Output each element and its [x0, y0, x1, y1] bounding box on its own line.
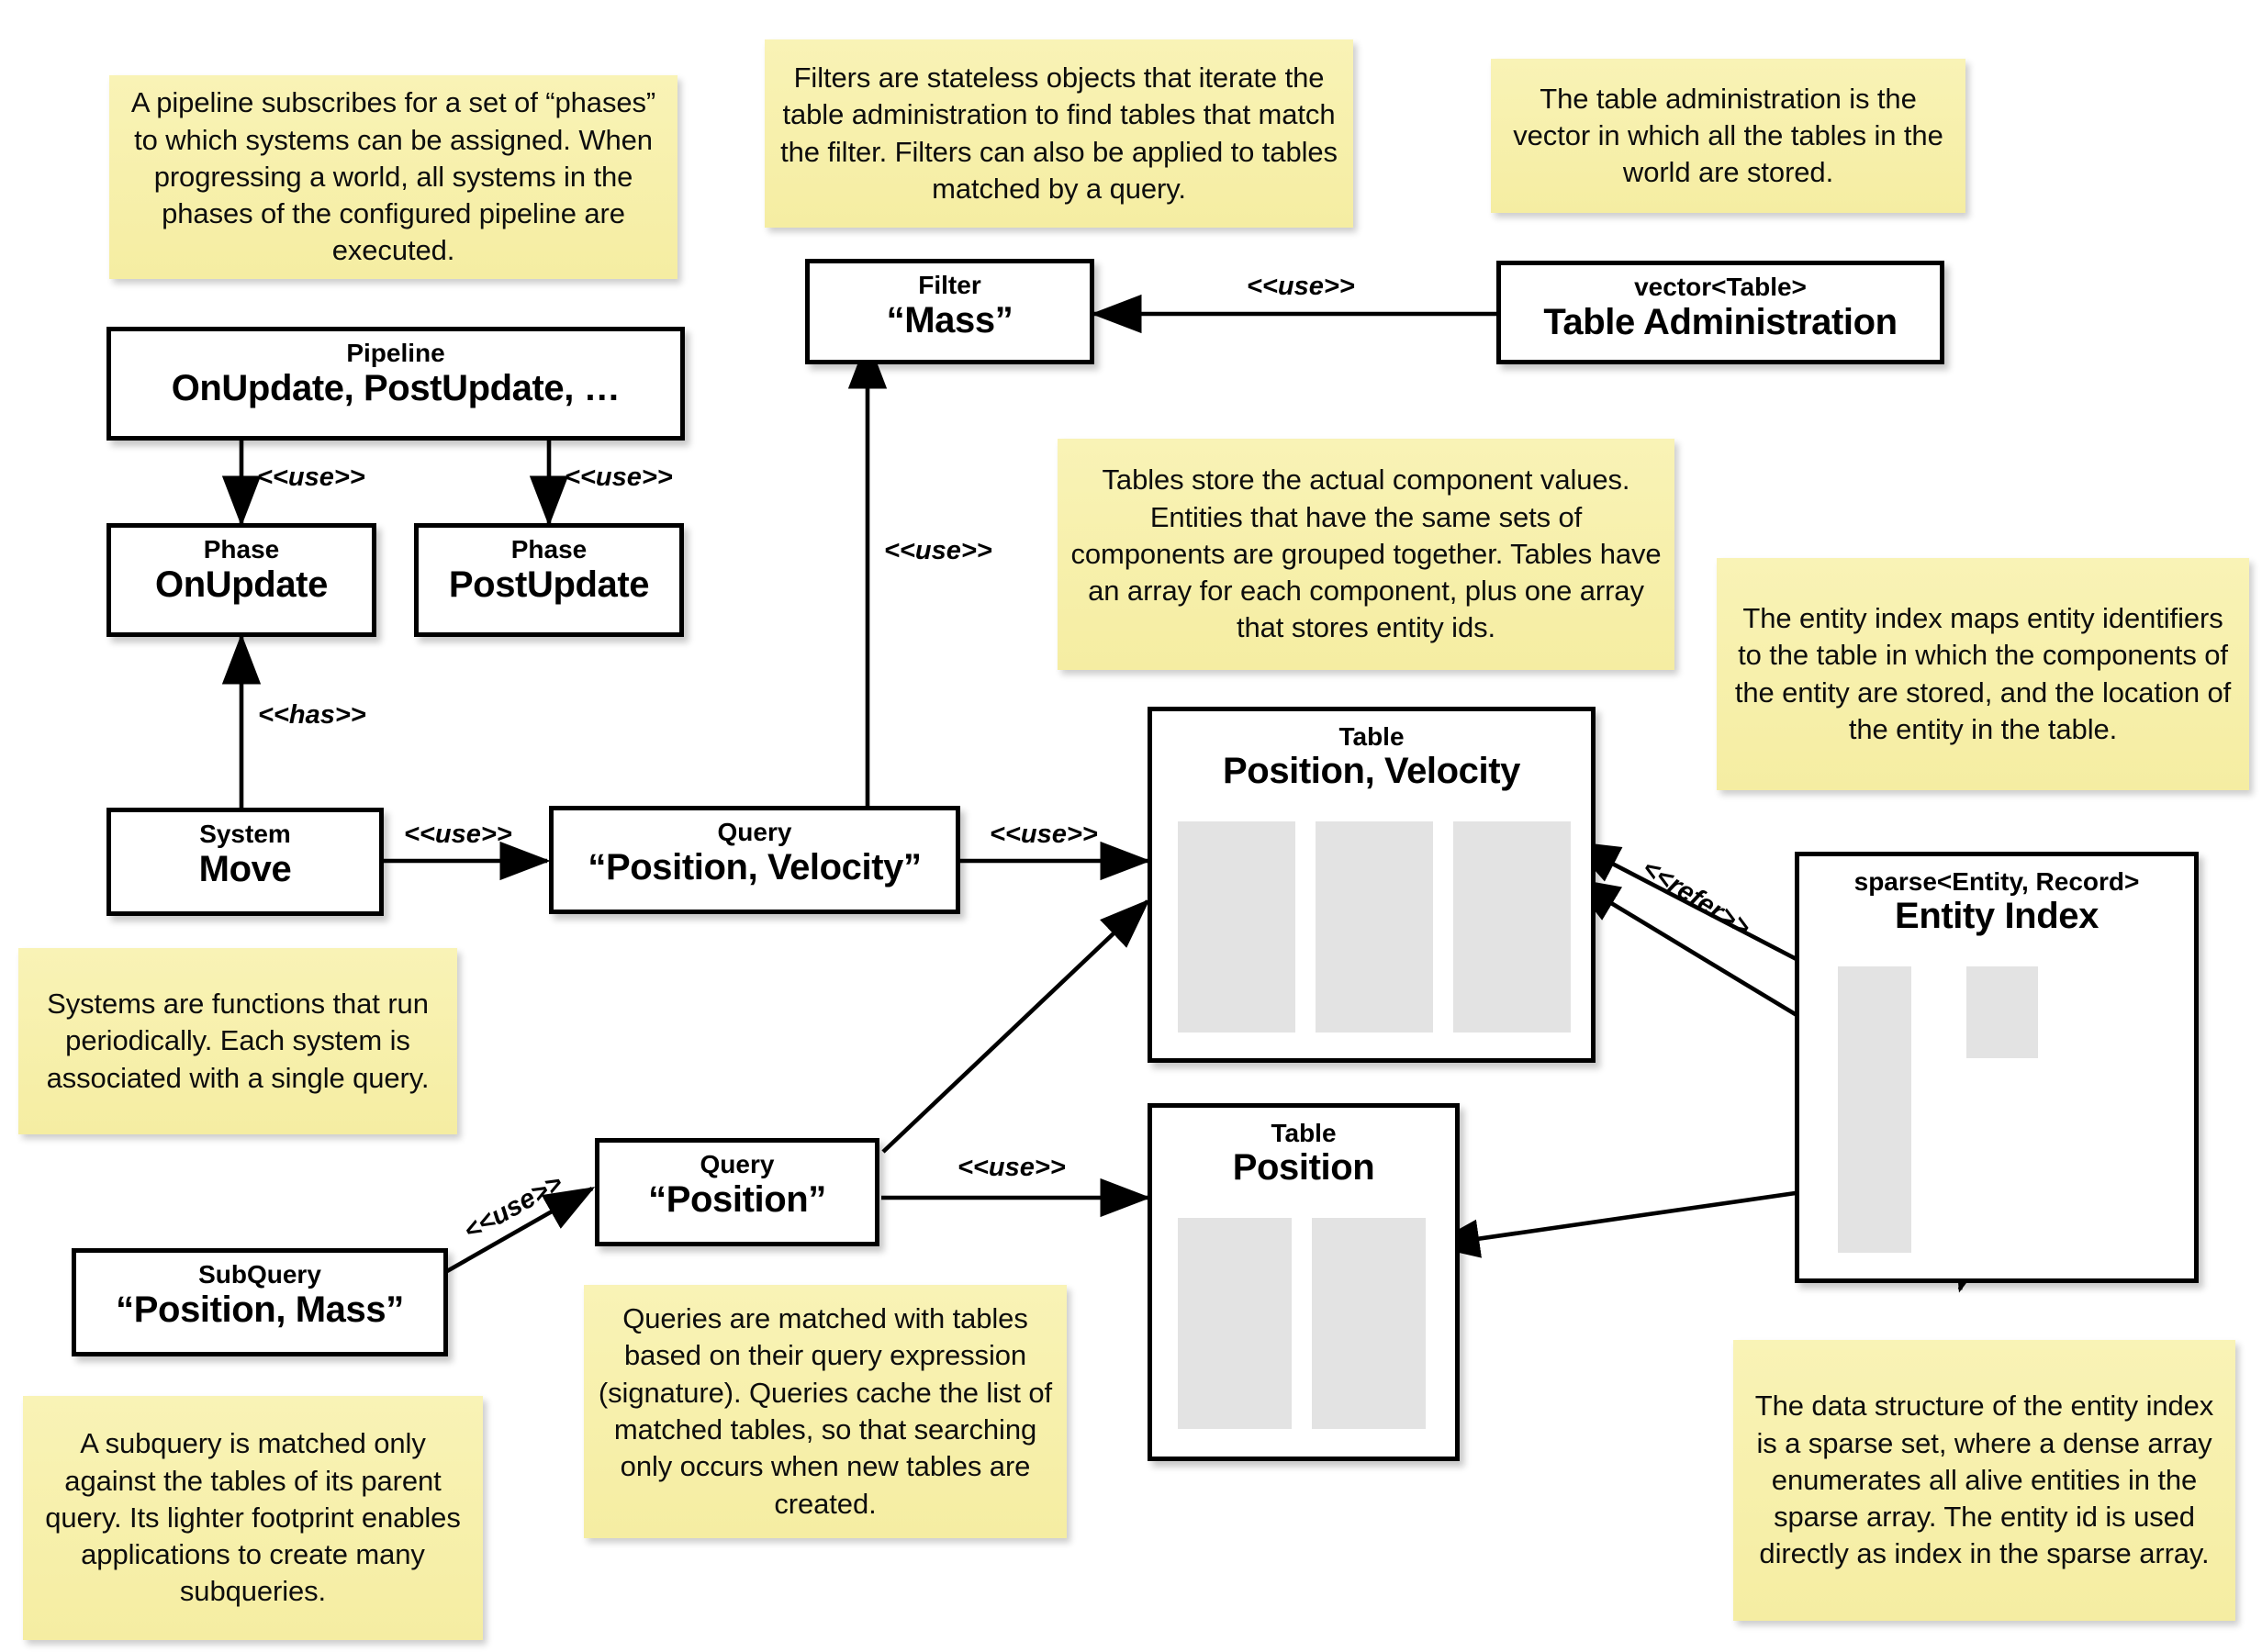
- class-box-table-position-velocity[interactable]: Table Position, Velocity: [1148, 707, 1596, 1063]
- entity-index-name: Entity Index: [1895, 896, 2099, 937]
- entity-index-header: sparse<Entity, Record> Entity Index: [1799, 856, 2194, 937]
- class-box-query-position-velocity[interactable]: Query “Position, Velocity”: [549, 806, 960, 914]
- note-filter: Filters are stateless objects that itera…: [765, 39, 1353, 228]
- edge-label-tableadmin-filter: <<use>>: [1247, 272, 1355, 301]
- filter-mass-stereotype: Filter: [918, 271, 981, 299]
- note-queries: Queries are matched with tables based on…: [584, 1285, 1067, 1538]
- edge-label-query-pv-filter: <<use>>: [884, 536, 992, 565]
- system-move-name: Move: [198, 849, 292, 890]
- entity-index-sparse-array: [1838, 966, 1911, 1253]
- table-pv-columns: [1178, 821, 1571, 1032]
- edge-label-entityindex-table-pv: <<refer>>: [1637, 854, 1756, 943]
- query-position-stereotype: Query: [700, 1150, 775, 1178]
- pipeline-name: OnUpdate, PostUpdate, …: [171, 368, 621, 409]
- phase-onupdate-stereotype: Phase: [203, 535, 280, 564]
- query-pv-stereotype: Query: [717, 818, 792, 846]
- edge-label-query-pv-table-pv: <<use>>: [990, 820, 1098, 849]
- class-box-phase-postupdate[interactable]: Phase PostUpdate: [414, 523, 684, 637]
- table-pv-stereotype: Table: [1338, 722, 1405, 751]
- edge-label-system-query-pv: <<use>>: [404, 820, 512, 849]
- class-box-subquery[interactable]: SubQuery “Position, Mass”: [72, 1248, 448, 1356]
- table-pv-column-2: [1316, 821, 1433, 1032]
- table-position-columns: [1178, 1218, 1439, 1429]
- edge-label-query-position-table-position: <<use>>: [957, 1153, 1066, 1182]
- table-position-column-1: [1178, 1218, 1292, 1429]
- class-box-query-position[interactable]: Query “Position”: [595, 1138, 879, 1246]
- filter-mass-name: “Mass”: [886, 300, 1013, 341]
- phase-postupdate-stereotype: Phase: [510, 535, 588, 564]
- note-entity-index: The entity index maps entity identifiers…: [1717, 558, 2249, 790]
- class-box-phase-onupdate[interactable]: Phase OnUpdate: [106, 523, 376, 637]
- edge-label-subquery-query-position: <<use>>: [459, 1167, 568, 1246]
- note-tables: Tables store the actual component values…: [1058, 439, 1674, 670]
- system-move-stereotype: System: [199, 820, 291, 848]
- pipeline-stereotype: Pipeline: [346, 339, 445, 367]
- edge-label-pipeline-phase-postupdate: <<use>>: [565, 463, 673, 492]
- query-pv-name: “Position, Velocity”: [588, 847, 922, 888]
- table-pv-column-1: [1178, 821, 1295, 1032]
- class-box-pipeline[interactable]: Pipeline OnUpdate, PostUpdate, …: [106, 327, 685, 441]
- table-administration-stereotype: vector<Table>: [1634, 273, 1807, 301]
- table-position-column-2: [1312, 1218, 1426, 1429]
- note-systems: Systems are functions that run periodica…: [18, 948, 457, 1134]
- phase-postupdate-name: PostUpdate: [448, 564, 650, 606]
- subquery-stereotype: SubQuery: [198, 1260, 321, 1289]
- edge-label-system-phase-onupdate: <<has>>: [258, 700, 366, 730]
- table-pv-column-3: [1453, 821, 1571, 1032]
- class-box-filter-mass[interactable]: Filter “Mass”: [805, 259, 1094, 364]
- entity-index-stereotype: sparse<Entity, Record>: [1853, 867, 2140, 896]
- class-box-table-administration[interactable]: vector<Table> Table Administration: [1496, 261, 1944, 364]
- note-table-administration: The table administration is the vector i…: [1491, 59, 1965, 213]
- note-sparse-set: The data structure of the entity index i…: [1733, 1340, 2235, 1621]
- table-pv-name: Position, Velocity: [1223, 751, 1520, 792]
- query-position-name: “Position”: [648, 1179, 826, 1221]
- class-box-system-move[interactable]: System Move: [106, 808, 384, 916]
- entity-index-dense-array: [1966, 966, 2038, 1058]
- class-box-table-position[interactable]: Table Position: [1148, 1103, 1460, 1461]
- edge-label-pipeline-phase-onupdate: <<use>>: [257, 463, 365, 492]
- note-pipeline: A pipeline subscribes for a set of “phas…: [109, 75, 677, 279]
- table-position-stereotype: Table: [1271, 1119, 1337, 1147]
- table-pv-header: Table Position, Velocity: [1152, 711, 1591, 792]
- phase-onupdate-name: OnUpdate: [155, 564, 328, 606]
- subquery-name: “Position, Mass”: [116, 1289, 404, 1331]
- connector-query-position-table-pv: [881, 899, 1150, 1154]
- table-administration-name: Table Administration: [1543, 302, 1898, 343]
- class-box-entity-index[interactable]: sparse<Entity, Record> Entity Index: [1795, 852, 2199, 1283]
- table-position-name: Position: [1232, 1147, 1375, 1189]
- note-subquery: A subquery is matched only against the t…: [23, 1396, 483, 1640]
- table-position-header: Table Position: [1152, 1108, 1455, 1189]
